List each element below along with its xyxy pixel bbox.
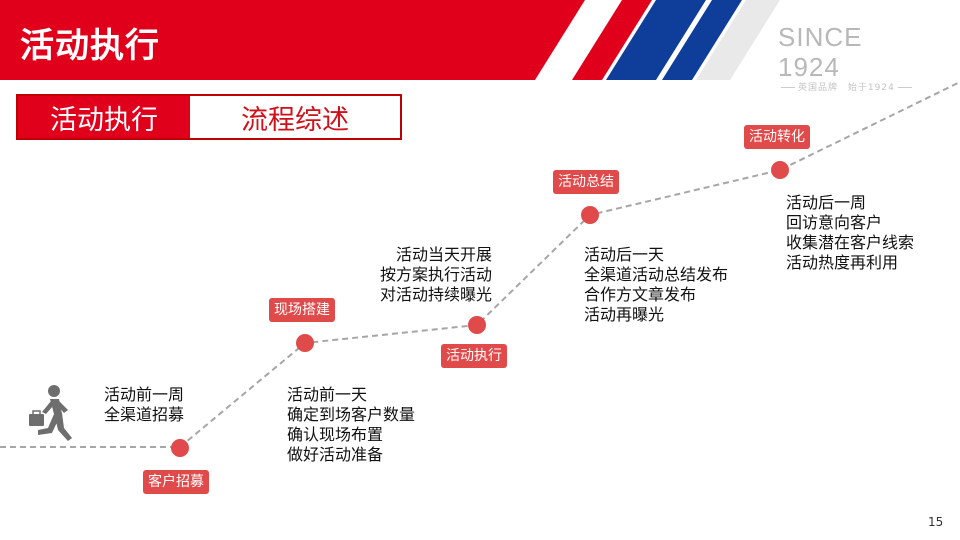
stage-3-line-3: 对活动持续曝光 — [379, 285, 492, 304]
header-banner — [0, 0, 780, 80]
stage-node-5 — [771, 161, 789, 179]
stage-3-line-1: 活动当天开展 — [395, 245, 492, 264]
page-number: 15 — [928, 515, 944, 529]
stage-4-line-1: 活动后一天 — [584, 245, 665, 264]
section-tabs: 活动执行 流程综述 — [16, 94, 402, 140]
stage-label-activity-conversion: 活动转化 — [744, 125, 810, 149]
stage-desc-5: 活动后一周 回访意向客户 收集潜在客户线索 活动热度再利用 — [786, 193, 914, 273]
brand-sub-left: 英国品牌 — [798, 83, 839, 93]
stage-node-1 — [171, 439, 189, 457]
stage-desc-4: 活动后一天 全渠道活动总结发布 合作方文章发布 活动再曝光 — [584, 245, 728, 325]
stage-1-line-2: 全渠道招募 — [104, 405, 185, 424]
stage-label-activity-summary: 活动总结 — [553, 170, 619, 194]
stage-node-4 — [581, 206, 599, 224]
stage-desc-1: 活动前一周 全渠道招募 — [104, 385, 184, 425]
tab-process-overview[interactable]: 流程综述 — [241, 104, 349, 136]
stage-1-line-1: 活动前一周 — [104, 385, 185, 404]
stage-label-site-setup: 现场搭建 — [269, 298, 335, 322]
stage-5-line-3: 收集潜在客户线索 — [786, 233, 915, 252]
stage-label-activity-execution: 活动执行 — [441, 344, 507, 368]
brand-tagline: 英国品牌 始于1924 — [778, 82, 928, 94]
brand-sub-right: 始于1924 — [847, 83, 895, 93]
tab-activity-execution[interactable]: 活动执行 — [18, 96, 190, 138]
running-businessman-icon — [29, 385, 72, 441]
stage-4-line-2: 全渠道活动总结发布 — [584, 265, 729, 284]
stage-4-line-4: 活动再曝光 — [584, 305, 665, 324]
stage-5-line-1: 活动后一周 — [786, 193, 867, 212]
brand-main-text: SINCE 1924 — [778, 22, 863, 82]
stage-2-line-1: 活动前一天 — [287, 385, 368, 404]
stage-5-line-2: 回访意向客户 — [786, 213, 883, 232]
stage-desc-2: 活动前一天 确定到场客户数量 确认现场布置 做好活动准备 — [287, 385, 415, 465]
stage-2-line-2: 确定到场客户数量 — [287, 405, 416, 424]
stage-label-customer-recruitment: 客户招募 — [143, 470, 209, 494]
brand-logo: SINCE 1924 英国品牌 始于1924 — [778, 22, 928, 94]
stage-2-line-3: 确认现场布置 — [287, 425, 384, 444]
page-title: 活动执行 — [20, 26, 160, 66]
stage-node-3 — [468, 316, 486, 334]
stage-5-line-4: 活动热度再利用 — [786, 253, 899, 272]
stage-desc-3: 活动当天开展 按方案执行活动 对活动持续曝光 — [362, 245, 492, 305]
stage-3-line-2: 按方案执行活动 — [379, 265, 492, 284]
stage-node-2 — [296, 334, 314, 352]
stage-4-line-3: 合作方文章发布 — [584, 285, 697, 304]
stage-2-line-4: 做好活动准备 — [287, 445, 384, 464]
